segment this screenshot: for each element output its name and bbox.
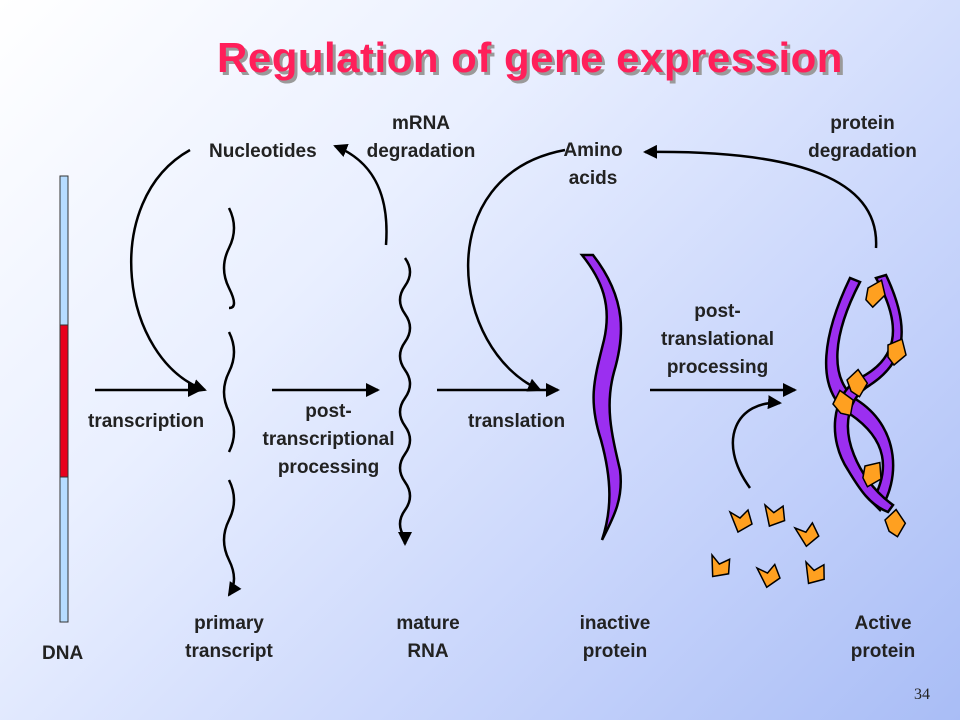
fragment (884, 508, 907, 538)
label-mature-line1: mature (396, 613, 460, 634)
label-primary-transcript: primary transcript (178, 610, 280, 666)
inactive-protein (579, 253, 623, 541)
label-post-translational-line3: processing (666, 357, 769, 378)
fragment (728, 508, 753, 534)
label-mrna-degradation: mRNA degradation (366, 110, 476, 166)
label-primary-line2: transcript (185, 641, 273, 662)
label-primary-line1: primary (194, 613, 264, 634)
dna-bar (59, 175, 69, 623)
fragment (887, 337, 907, 367)
fragments-binding-arrow (731, 395, 782, 489)
label-mature-line2: RNA (407, 641, 449, 662)
nucleotides-to-transcription-arrow (130, 148, 207, 393)
label-post-translational-line2: translational (661, 329, 774, 350)
page-number: 34 (914, 686, 930, 703)
label-post-translational: post- translational processing (655, 298, 780, 382)
label-dna: DNA (42, 643, 84, 664)
mrna-degradation-arrow (333, 143, 388, 246)
label-inactive-protein: inactive protein (570, 610, 660, 666)
label-post-transcriptional-line1: post- (305, 401, 352, 422)
gene-segment (59, 324, 69, 478)
label-protein-degradation-line2: degradation (808, 141, 917, 162)
label-inactive-line1: inactive (579, 613, 651, 634)
fragment (755, 562, 781, 589)
label-mature-rna: mature RNA (383, 610, 473, 666)
mature-rna (398, 257, 412, 546)
label-post-transcriptional-line3: processing (277, 457, 380, 478)
protein-degradation-arrow (643, 144, 878, 249)
label-amino-line2: acids (568, 168, 618, 189)
fragment (832, 389, 855, 417)
primary-transcript (222, 207, 242, 597)
label-post-transcriptional: post- transcriptional processing (256, 398, 401, 482)
label-mrna-degradation-line1: mRNA (391, 113, 451, 134)
label-amino-acids: Amino acids (553, 137, 633, 193)
label-mrna-degradation-line2: degradation (366, 141, 476, 162)
label-active-protein: Active protein (838, 610, 928, 666)
label-active-line2: protein (850, 641, 916, 662)
label-post-translational-line1: post- (694, 301, 741, 322)
label-protein-degradation: protein degradation (800, 110, 925, 166)
amino-acids-to-translation-arrow (466, 148, 566, 392)
fragment (763, 502, 786, 528)
label-active-line1: Active (854, 613, 912, 634)
label-protein-degradation-line1: protein (830, 113, 895, 134)
fragment (711, 552, 731, 578)
fragment (865, 279, 886, 309)
label-inactive-line2: protein (582, 641, 648, 662)
fragment (862, 461, 882, 488)
fragment (846, 368, 869, 398)
label-post-transcriptional-line2: transcriptional (262, 429, 395, 450)
protein-fragments (711, 279, 907, 589)
fragment (804, 559, 825, 585)
slide-title: Regulation of gene expression (217, 34, 843, 81)
label-amino-line1: Amino (563, 140, 623, 161)
fragment (793, 521, 820, 548)
label-nucleotides: Nucleotides (209, 141, 317, 162)
label-transcription: transcription (88, 411, 205, 432)
label-translation: translation (468, 411, 566, 432)
